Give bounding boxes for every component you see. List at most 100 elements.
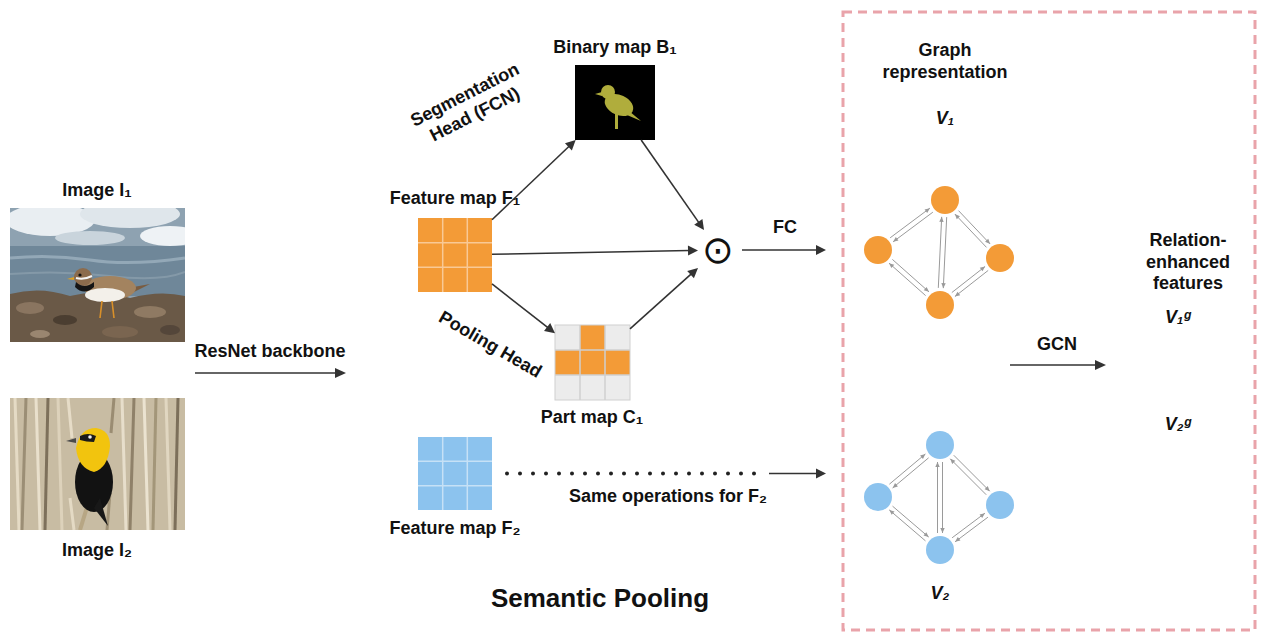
- graph-link: [952, 267, 985, 293]
- drawing-line: [1010, 364, 1096, 366]
- graph-link: [950, 459, 986, 495]
- drawing-ellipse: [160, 325, 180, 335]
- drawing-rect: [10, 398, 185, 530]
- graph-node: V₂: [828, 425, 1028, 575]
- graph-link-head: [889, 510, 894, 515]
- drawing-path: [418, 437, 492, 510]
- graph-link: [938, 217, 941, 288]
- node-heading: Image I₁: [62, 180, 131, 202]
- output-heading: Relation-enhanced features: [1128, 230, 1248, 295]
- drawing-path: [66, 438, 76, 443]
- graph-vertex: [926, 291, 954, 319]
- connector-line: [769, 473, 817, 475]
- connector-line: [742, 249, 817, 251]
- node-heading: Binary map B₁: [553, 37, 676, 59]
- edge-label: Pooling Head: [435, 307, 545, 383]
- drawing-line: [175, 398, 178, 530]
- arrow-head: [816, 245, 826, 255]
- backbone-arrow: [195, 368, 346, 378]
- arrow-head: [544, 323, 555, 333]
- node-heading: Feature map F₁: [390, 188, 520, 210]
- graph-link-head: [985, 486, 990, 491]
- graph-vertex: [926, 536, 954, 564]
- drawing-path: [80, 434, 96, 442]
- feature-map: Feature map F₂: [418, 437, 492, 510]
- graph-link: [893, 458, 929, 488]
- gcn-arrow: [1010, 360, 1106, 370]
- drawing-ellipse: [85, 288, 125, 302]
- graph-vertex: [931, 186, 959, 214]
- drawing-line: [22, 398, 26, 530]
- graph-link-head: [889, 263, 894, 268]
- hadamard-product: ⊙: [698, 230, 738, 270]
- graph-link: [889, 263, 926, 295]
- graph-link: [893, 506, 929, 537]
- connector-line: [641, 140, 699, 223]
- drawing-line: [153, 398, 156, 530]
- graph-link: [889, 510, 925, 541]
- drawing-ellipse: [102, 326, 138, 338]
- image-panel: Image I₁: [10, 208, 185, 342]
- part-map: Part map C₁: [555, 325, 630, 400]
- drawing-polygon: [335, 368, 346, 378]
- graph-link: [893, 212, 933, 242]
- graph-link: [892, 259, 929, 291]
- feature-grid-blue: [418, 437, 492, 510]
- graph-link: [890, 208, 930, 238]
- edge-label: Same operations for F₂: [569, 486, 767, 508]
- drawing-ellipse: [16, 302, 44, 314]
- arrow-head: [816, 469, 826, 479]
- graph-link: [889, 454, 925, 484]
- drawing-line: [58, 398, 62, 530]
- dashed-region: [843, 12, 1255, 630]
- drawing-g: [15, 398, 178, 530]
- edge-label: FC: [773, 217, 797, 239]
- drawing-path: [595, 92, 602, 96]
- drawing-path: [10, 256, 185, 262]
- drawing-path: [67, 277, 74, 280]
- feature-map: Feature map F₁: [418, 218, 492, 292]
- feature-symbol: V₂ᵍ: [1165, 414, 1191, 436]
- node-heading: V₂: [931, 583, 950, 605]
- drawing-line: [70, 498, 74, 530]
- connector-arrow: [630, 268, 698, 329]
- part-grid: [555, 325, 630, 400]
- arrow-head: [687, 268, 698, 278]
- drawing-ellipse: [30, 330, 50, 338]
- drawing-polygon: [1095, 360, 1106, 370]
- image-panel: Image I₂: [10, 398, 185, 530]
- graph-vertex: [926, 431, 954, 459]
- graph-link-head: [925, 208, 930, 213]
- graph-link-head: [893, 483, 898, 488]
- graph-link: [952, 513, 985, 538]
- connector-arrow: [507, 469, 826, 479]
- drawing-ellipse: [55, 231, 125, 245]
- graph-node: Graph representationV₁: [828, 175, 1028, 325]
- operator-symbol: ⊙: [702, 231, 734, 269]
- photo-plover: [10, 208, 185, 342]
- drawing-path: [94, 498, 108, 526]
- graph-link-head: [923, 532, 928, 537]
- graph-drawings: [864, 186, 1014, 564]
- drawing-ellipse: [140, 226, 185, 246]
- graph-link-head: [985, 239, 990, 244]
- graph-link-head: [980, 513, 985, 518]
- drawing-ellipse: [134, 306, 166, 318]
- drawing-line: [130, 398, 134, 530]
- graph-link-head: [980, 267, 985, 272]
- drawing-line: [166, 398, 170, 530]
- drawing-circle: [78, 273, 81, 276]
- drawing-line: [144, 398, 148, 530]
- connector-arrow: [641, 140, 704, 230]
- drawing-rect: [418, 437, 492, 510]
- graph-link-head: [955, 292, 960, 297]
- feature-grid-orange: [418, 218, 492, 292]
- graph-drawing: [864, 431, 1014, 564]
- graph-link: [955, 517, 988, 542]
- graph-link: [959, 211, 991, 244]
- graph-link: [955, 214, 987, 247]
- drawing-path: [76, 276, 92, 279]
- drawing-ellipse: [53, 315, 77, 325]
- connector-line: [630, 274, 691, 329]
